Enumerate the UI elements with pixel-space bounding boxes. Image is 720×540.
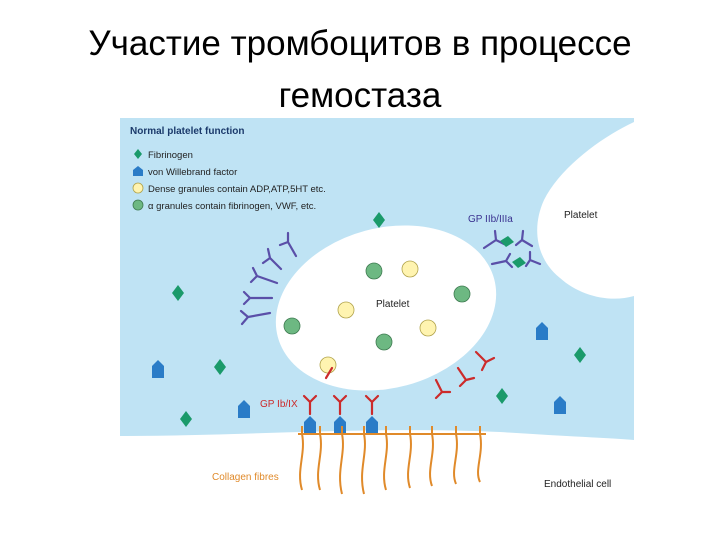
receptor-fork bbox=[278, 231, 298, 258]
legend-label-vwf: von Willebrand factor bbox=[148, 167, 237, 178]
vwf-house-icon bbox=[536, 322, 548, 340]
vwf-house-icon bbox=[304, 416, 316, 434]
receptor-fork bbox=[239, 309, 272, 326]
legend-heading: Normal platelet function bbox=[130, 126, 244, 137]
legend: Normal platelet function Fibrinogen von … bbox=[130, 126, 326, 212]
platelet-granules bbox=[283, 260, 471, 374]
platelet-secondary-label: Platelet bbox=[564, 210, 598, 221]
fibrinogen-diamond-icon bbox=[373, 212, 385, 228]
legend-item-dense-granule: Dense granules contain ADP,ATP,5HT etc. bbox=[132, 182, 326, 195]
dense-granule bbox=[319, 356, 337, 374]
vwf-house-icon bbox=[238, 400, 250, 418]
receptor-fork bbox=[364, 394, 380, 416]
collagen-fibre bbox=[383, 426, 388, 491]
vwf-house-icon bbox=[133, 166, 143, 176]
slide-title-line-1: Участие тромбоцитов в процессе bbox=[88, 24, 632, 63]
vwf-house-icon bbox=[366, 416, 378, 434]
fibrinogen-diamond-icon bbox=[512, 257, 526, 268]
receptor-fork bbox=[514, 229, 534, 248]
alpha-granule bbox=[365, 262, 383, 280]
collagen-fibre bbox=[339, 426, 344, 495]
main-platelet bbox=[275, 225, 497, 391]
legend-label-fibrinogen: Fibrinogen bbox=[148, 150, 193, 161]
dense-granule-icon bbox=[132, 182, 144, 194]
alpha-granule-icon bbox=[132, 199, 144, 211]
slide-title: Участие тромбоцитов в процессе гемостаза bbox=[0, 18, 720, 122]
collagen-fibres bbox=[298, 426, 486, 495]
receptor-fork bbox=[242, 290, 274, 306]
fibrinogen-diamond-icon bbox=[500, 236, 514, 247]
fibrinogen-diamond-icon bbox=[496, 388, 508, 404]
gp-ib-ix-label: GP Ib/IX bbox=[260, 399, 298, 410]
fibrinogen-diamond-icon bbox=[574, 347, 586, 363]
slide-title-line-2: гемостаза bbox=[278, 76, 442, 115]
collagen-label: Collagen fibres bbox=[212, 472, 279, 483]
fibrinogen-diamond-icon bbox=[172, 285, 184, 301]
secondary-platelet bbox=[537, 118, 634, 299]
alpha-granule bbox=[283, 317, 301, 335]
dense-granule bbox=[401, 260, 419, 278]
fibrinogen-bridge bbox=[500, 236, 526, 268]
legend-item-vwf: von Willebrand factor bbox=[133, 166, 237, 178]
platelet-main-label: Platelet bbox=[376, 299, 410, 310]
alpha-granule bbox=[453, 285, 471, 303]
receptor-fork bbox=[474, 350, 496, 372]
collagen-fibre bbox=[299, 426, 304, 491]
legend-item-alpha-granule: α granules contain fibrinogen, VWF, etc. bbox=[132, 199, 316, 212]
endothelial-label: Endothelial cell bbox=[544, 479, 611, 490]
endothelial-cell bbox=[120, 430, 634, 502]
fibrinogen-diamond-icon bbox=[134, 149, 142, 159]
receptor-fork bbox=[324, 366, 334, 380]
collagen-fibre bbox=[477, 426, 482, 483]
legend-label-alpha-granule: α granules contain fibrinogen, VWF, etc. bbox=[148, 201, 316, 212]
collagen-fibre bbox=[407, 426, 412, 489]
receptor-fork bbox=[434, 378, 452, 400]
legend-label-dense-granule: Dense granules contain ADP,ATP,5HT etc. bbox=[148, 184, 326, 195]
fibrinogen-diamond-icon bbox=[180, 411, 192, 427]
dense-granule bbox=[419, 319, 437, 337]
fibrinogen-diamond-icon bbox=[214, 359, 226, 375]
vwf-house-icon bbox=[554, 396, 566, 414]
legend-item-fibrinogen: Fibrinogen bbox=[134, 149, 193, 161]
vwf-house-icon bbox=[152, 360, 164, 378]
receptor-fork bbox=[249, 266, 279, 285]
alpha-granule bbox=[375, 333, 393, 351]
receptor-fork bbox=[332, 394, 348, 416]
platelet-function-diagram: Normal platelet function Fibrinogen von … bbox=[120, 118, 634, 502]
gp-iib-iiia-label: GP IIb/IIIa bbox=[468, 214, 513, 225]
free-fibrinogen bbox=[172, 212, 586, 427]
collagen-fibre bbox=[317, 426, 322, 491]
free-vwf bbox=[152, 322, 566, 418]
receptor-fork bbox=[261, 247, 283, 271]
gp-ib-ix-receptors bbox=[302, 350, 496, 416]
receptor-fork bbox=[490, 252, 514, 269]
receptor-fork bbox=[456, 366, 476, 388]
receptor-fork bbox=[302, 394, 318, 416]
dense-granule bbox=[337, 301, 355, 319]
collagen-fibre bbox=[429, 426, 434, 487]
collagen-fibre bbox=[453, 426, 458, 485]
receptor-fork bbox=[524, 250, 542, 268]
collagen-fibre bbox=[361, 426, 366, 495]
